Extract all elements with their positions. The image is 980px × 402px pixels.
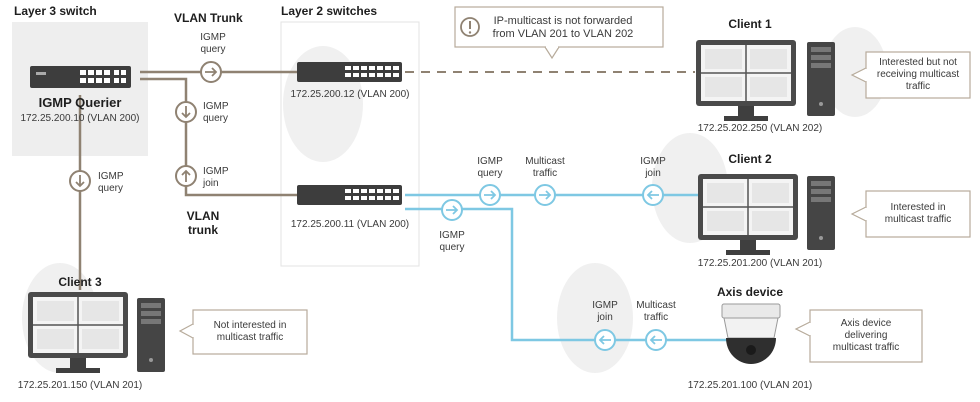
client3-callout-box [178, 309, 308, 355]
arrow-circle-icon [479, 184, 501, 206]
flow-label-igmp-query: IGMP query [98, 171, 124, 194]
client2-callout-text: Interested in multicast traffic [884, 202, 952, 225]
flow-label-igmp-query: IGMP query [477, 156, 503, 179]
client2-title: Client 2 [728, 152, 772, 166]
axis-device-title: Axis device [716, 285, 784, 299]
exclamation-circle-icon [460, 17, 480, 37]
flow-label-igmp-query: IGMP query [200, 32, 226, 55]
axis-callout-box [794, 309, 923, 363]
arrow-circle-icon [200, 61, 222, 83]
client3-title: Client 3 [58, 275, 102, 289]
flow-label-igmp-query: IGMP query [203, 101, 229, 124]
warning-callout-box [454, 6, 664, 60]
flow-label-igmp-join: IGMP join [640, 156, 666, 179]
client2-computer [697, 173, 835, 256]
vlan-trunk-top-title: VLAN Trunk [174, 11, 243, 25]
client1-computer [695, 39, 835, 122]
flow-label-igmp-join: IGMP join [203, 166, 229, 189]
client2-ip: 172.25.201.200 (VLAN 201) [697, 258, 823, 269]
switch-bottom-ip: 172.25.200.11 (VLAN 200) [290, 219, 410, 230]
flow-label-multicast-traffic: Multicast traffic [636, 300, 676, 323]
client1-title: Client 1 [728, 17, 772, 31]
arrow-circle-icon [69, 170, 91, 192]
arrow-circle-icon [594, 329, 616, 351]
layer2-switches-title: Layer 2 switches [281, 4, 378, 18]
igmp-querier-title: IGMP Querier [38, 95, 122, 110]
querier-ip: 172.25.200.10 (VLAN 200) [20, 113, 140, 124]
layer2-switch-top [297, 62, 402, 82]
client3-callout-text: Not interested in multicast traffic [213, 320, 287, 343]
arrow-circle-icon [534, 184, 556, 206]
arrow-circle-icon [175, 165, 197, 187]
axis-device-ip: 172.25.201.100 (VLAN 201) [687, 380, 813, 391]
layer3-switch-device [30, 66, 131, 88]
client1-ip: 172.25.202.250 (VLAN 202) [697, 123, 823, 134]
flow-label-igmp-query: IGMP query [439, 230, 465, 253]
layer3-switch-title: Layer 3 switch [14, 4, 97, 18]
client1-callout-box [850, 51, 971, 99]
dome-camera-icon [721, 303, 781, 364]
client1-callout-text: Interested but not receiving multicast t… [876, 57, 960, 92]
layer2-switch-bottom [297, 185, 402, 205]
client2-callout-box [850, 190, 971, 238]
warning-callout-text: IP-multicast is not forwarded from VLAN … [492, 15, 634, 40]
arrow-circle-icon [441, 199, 463, 221]
arrow-circle-icon [645, 329, 667, 351]
flow-label-igmp-join: IGMP join [592, 300, 618, 323]
client3-ip: 172.25.201.150 (VLAN 201) [17, 380, 143, 391]
vlan-trunk-bottom-title: VLAN trunk [186, 209, 220, 237]
arrow-circle-icon [642, 184, 664, 206]
arrow-circle-icon [175, 101, 197, 123]
switch-top-ip: 172.25.200.12 (VLAN 200) [290, 89, 410, 100]
flow-label-multicast-traffic: Multicast traffic [525, 156, 565, 179]
axis-callout-text: Axis device delivering multicast traffic [832, 318, 900, 353]
